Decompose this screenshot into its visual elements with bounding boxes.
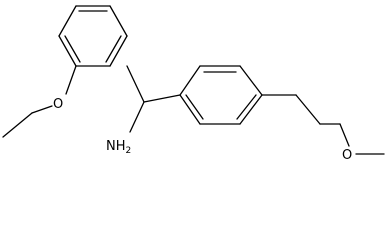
bond-ring-b-3 <box>239 65 263 96</box>
amine-nh-text: NH <box>106 139 126 154</box>
bond-ring-a-6 <box>58 5 77 37</box>
molecule-structure: O NH2 O <box>2 5 385 163</box>
bond-ring-a-5 <box>58 35 77 67</box>
bond-ch2-to-ch3 <box>2 112 33 138</box>
bond-ring-a-3 <box>109 35 128 67</box>
bond-ch-to-ring-b <box>143 94 181 103</box>
bond-ring-b-1 <box>179 65 201 96</box>
methoxy-oxygen-label: O <box>342 148 352 163</box>
bond-oxygen-to-ch2 <box>31 105 53 114</box>
bond-ring-a-2 <box>109 5 128 37</box>
bond-ring-b-double-2 <box>236 94 257 120</box>
ring-ethoxyphenyl <box>58 5 128 67</box>
aminomethyl-center: NH2 <box>106 65 181 156</box>
bond-ring-a-double-3 <box>64 35 81 63</box>
bond-ch-to-nitrogen <box>129 101 145 133</box>
bond-ring-a-double-2 <box>105 35 122 63</box>
ether-oxygen-label: O <box>53 97 63 112</box>
ethoxy-group: O <box>2 65 77 138</box>
bond-ring-to-oxygen <box>65 65 77 95</box>
bond-ring-b-double-3 <box>185 94 204 120</box>
structure-canvas: O NH2 O <box>2 5 385 163</box>
bond-ring-b-6 <box>179 94 201 125</box>
ring-phenylene <box>179 65 263 125</box>
bond-ring-a-to-ch <box>126 65 145 103</box>
bond-ch2-to-ch2 <box>295 94 321 125</box>
bond-ring-b-4 <box>239 94 263 125</box>
bond-oxygen-to-ch2-b <box>339 123 350 147</box>
amine-label: NH2 <box>106 139 131 156</box>
amine-subscript-text: 2 <box>126 146 132 156</box>
methoxyethyl-chain: O <box>261 94 385 163</box>
